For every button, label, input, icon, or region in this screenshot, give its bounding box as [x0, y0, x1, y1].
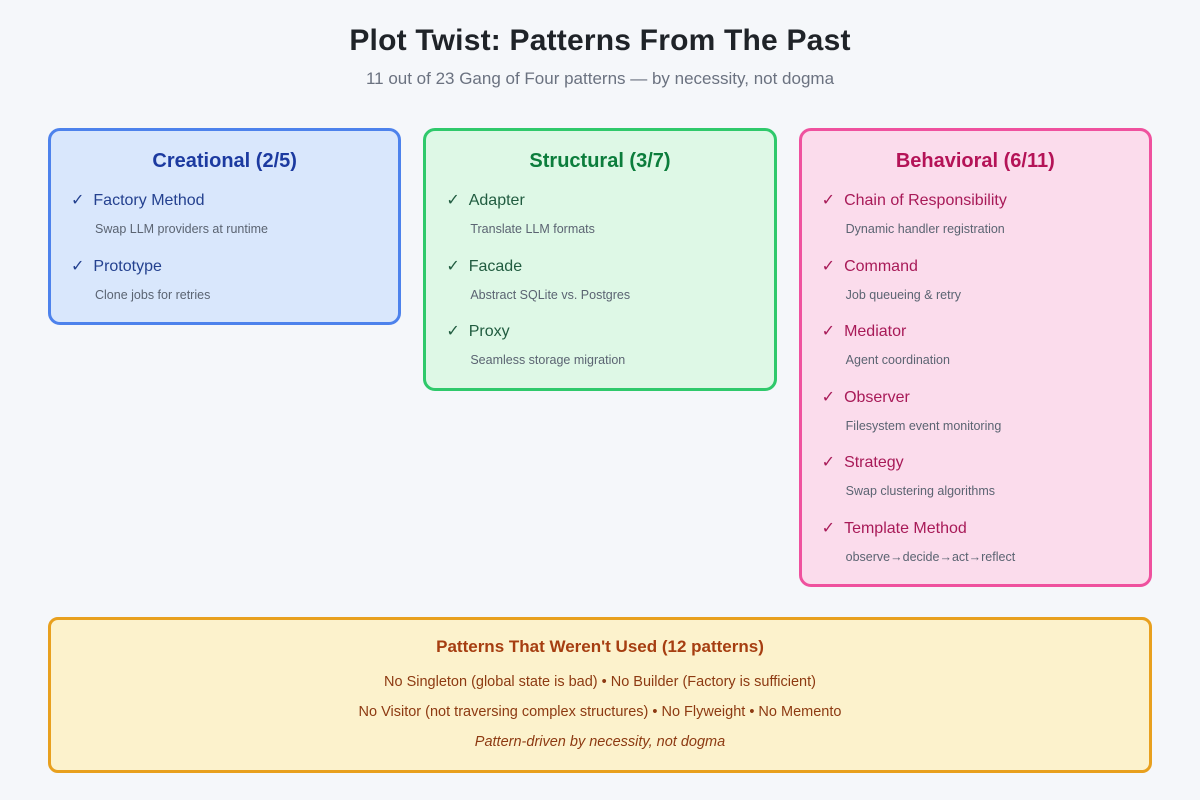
pattern-name: Facade [468, 257, 523, 275]
check-icon: ✓ [821, 323, 836, 341]
pattern-name-row: ✓ Mediator [822, 322, 1129, 341]
pattern-description: Dynamic handler registration [845, 222, 1005, 237]
pattern-name: Template Method [844, 519, 967, 537]
pattern-name-row: ✓ Factory Method [71, 191, 378, 210]
pattern-description: Clone jobs for retries [95, 287, 211, 302]
pattern-item: ✓ Prototype Clone jobs for retries [71, 257, 378, 303]
pattern-name: Observer [844, 388, 910, 406]
pattern-name-row: ✓ Template Method [822, 519, 1129, 538]
pattern-name: Mediator [844, 323, 907, 341]
pattern-name-row: ✓ Strategy [822, 453, 1129, 472]
page-title: Plot Twist: Patterns From The Past [349, 24, 851, 57]
pattern-description: Abstract SQLite vs. Postgres [470, 287, 631, 302]
pattern-description: Swap LLM providers at runtime [95, 222, 268, 237]
pattern-list: ✓ Factory Method Swap LLM providers at r… [71, 191, 378, 302]
pattern-name: Factory Method [93, 192, 205, 209]
pattern-name: Strategy [844, 454, 904, 472]
pattern-item: ✓ Factory Method Swap LLM providers at r… [71, 191, 378, 237]
check-icon: ✓ [821, 519, 836, 537]
check-icon: ✓ [821, 388, 836, 406]
category-title: Structural (3/7) [529, 150, 671, 172]
pattern-name-row: ✓ Proxy [446, 322, 753, 341]
pattern-item: ✓ Strategy Swap clustering algorithms [822, 453, 1129, 499]
pattern-item: ✓ Facade Abstract SQLite vs. Postgres [446, 257, 753, 303]
pattern-name-row: ✓ Facade [446, 257, 753, 276]
check-icon: ✓ [446, 257, 460, 275]
pattern-description: Job queueing & retry [845, 287, 962, 302]
pattern-item: ✓ Proxy Seamless storage migration [446, 322, 753, 368]
unused-patterns-title: Patterns That Weren't Used (12 patterns) [436, 637, 764, 657]
pattern-description: Seamless storage migration [470, 353, 626, 368]
pattern-item: ✓ Mediator Agent coordination [822, 322, 1129, 368]
pattern-description: Agent coordination [845, 353, 950, 368]
pattern-name: Chain of Responsibility [844, 192, 1007, 209]
unused-patterns-card: Patterns That Weren't Used (12 patterns)… [48, 617, 1152, 774]
pattern-item: ✓ Chain of Responsibility Dynamic handle… [822, 191, 1129, 237]
unused-patterns-note: Pattern-driven by necessity, not dogma [474, 734, 726, 751]
pattern-name-row: ✓ Adapter [446, 191, 753, 210]
pattern-description: observe→decide→act→reflect [845, 550, 1016, 564]
pattern-list: ✓ Chain of Responsibility Dynamic handle… [822, 191, 1129, 564]
pattern-name: Prototype [93, 257, 162, 275]
pattern-name: Adapter [468, 192, 525, 209]
check-icon: ✓ [821, 257, 836, 275]
pattern-name-row: ✓ Observer [822, 388, 1129, 407]
pattern-description: Swap clustering algorithms [845, 484, 996, 499]
check-icon: ✓ [71, 257, 85, 275]
page-subtitle: 11 out of 23 Gang of Four patterns — by … [365, 69, 835, 88]
check-icon: ✓ [446, 192, 460, 209]
category-cards-row: Creational (2/5) ✓ Factory Method Swap L… [48, 128, 1152, 588]
check-icon: ✓ [821, 454, 836, 472]
pattern-name: Command [844, 257, 918, 275]
category-title: Behavioral (6/11) [895, 150, 1055, 172]
check-icon: ✓ [821, 192, 836, 209]
pattern-name-row: ✓ Prototype [71, 257, 378, 276]
pattern-description: Translate LLM formats [470, 222, 595, 237]
category-title: Creational (2/5) [152, 150, 297, 172]
category-card-creational: Creational (2/5) ✓ Factory Method Swap L… [48, 128, 402, 326]
pattern-name: Proxy [468, 323, 510, 341]
check-icon: ✓ [446, 323, 460, 341]
pattern-description: Filesystem event monitoring [845, 418, 1002, 433]
unused-patterns-line-1: No Singleton (global state is bad) • No … [384, 674, 816, 691]
pattern-list: ✓ Adapter Translate LLM formats ✓ Facade… [446, 191, 753, 368]
pattern-item: ✓ Template Method observe→decide→act→ref… [822, 519, 1129, 565]
pattern-item: ✓ Command Job queueing & retry [822, 257, 1129, 303]
pattern-item: ✓ Observer Filesystem event monitoring [822, 388, 1129, 434]
category-card-behavioral: Behavioral (6/11) ✓ Chain of Responsibil… [798, 128, 1152, 588]
unused-patterns-line-2: No Visitor (not traversing complex struc… [358, 704, 842, 721]
pattern-name-row: ✓ Chain of Responsibility [822, 191, 1129, 210]
pattern-name-row: ✓ Command [822, 257, 1129, 276]
check-icon: ✓ [71, 192, 85, 209]
pattern-item: ✓ Adapter Translate LLM formats [446, 191, 753, 237]
category-card-structural: Structural (3/7) ✓ Adapter Translate LLM… [423, 128, 777, 391]
